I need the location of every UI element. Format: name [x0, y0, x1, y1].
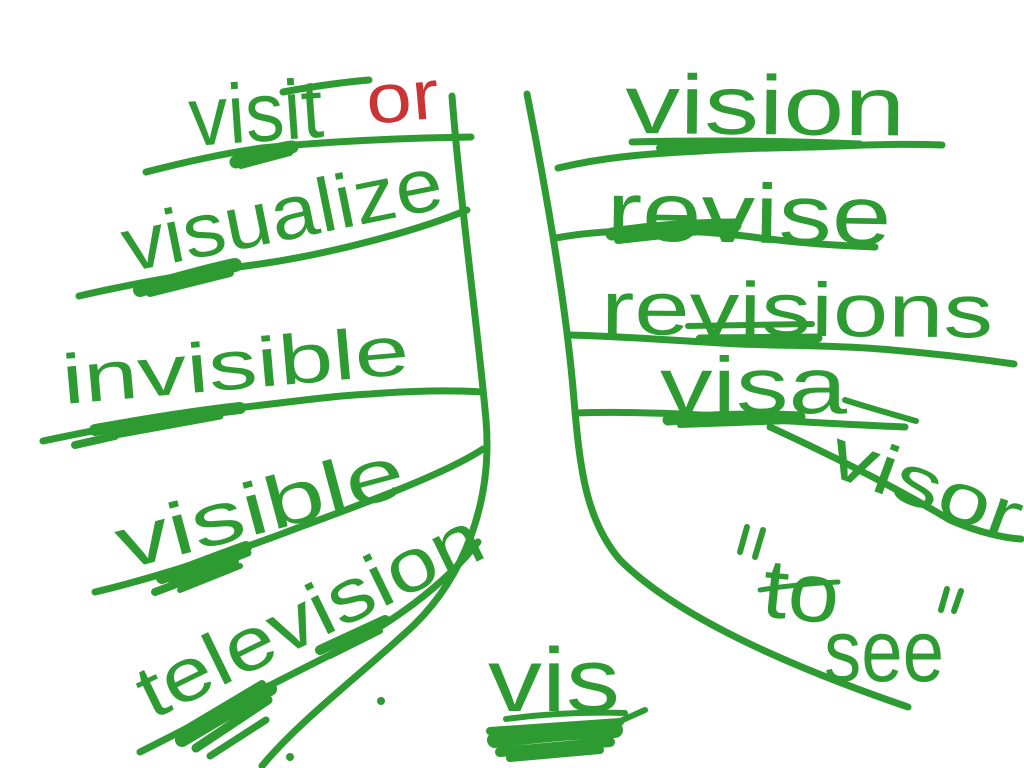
svg-text:or: or: [363, 55, 443, 139]
svg-text:visa: visa: [660, 341, 848, 430]
svg-text:visit: visit: [186, 61, 326, 164]
svg-text:vis: vis: [488, 631, 620, 731]
svg-text:revise: revise: [606, 164, 893, 263]
svg-text:see: see: [824, 601, 944, 700]
svg-text:vision: vision: [625, 57, 906, 153]
svg-text:revisions: revisions: [601, 266, 994, 354]
svg-text:to: to: [758, 540, 844, 642]
